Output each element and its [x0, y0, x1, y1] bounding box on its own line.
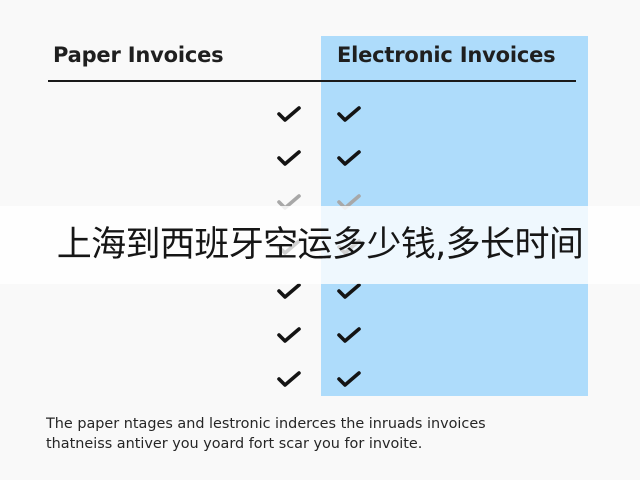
caption-line-2: thatneiss antiver you yoard fort scar yo… — [46, 436, 423, 452]
electronic-check-icon — [337, 282, 361, 299]
electronic-check-icon — [337, 327, 361, 343]
paper-check-icon — [277, 371, 301, 387]
paper-invoices-heading: Paper Invoices — [53, 43, 224, 67]
paper-check-icon — [277, 106, 301, 122]
electronic-check-icon — [337, 106, 361, 122]
overlay-title: 上海到西班牙空运多少钱,多长时间 — [56, 225, 584, 265]
overlay-band — [0, 206, 640, 284]
paper-check-icon — [277, 282, 301, 299]
electronic-check-icon — [337, 150, 361, 166]
caption-line-1: The paper ntages and lestronic inderces … — [46, 416, 486, 432]
header-divider — [48, 80, 576, 82]
electronic-check-icon — [337, 371, 361, 387]
caption: The paper ntages and lestronic inderces … — [46, 414, 606, 454]
paper-check-icon — [277, 327, 301, 343]
electronic-invoices-heading: Electronic Invoices — [337, 43, 556, 67]
paper-check-icon — [277, 150, 301, 166]
